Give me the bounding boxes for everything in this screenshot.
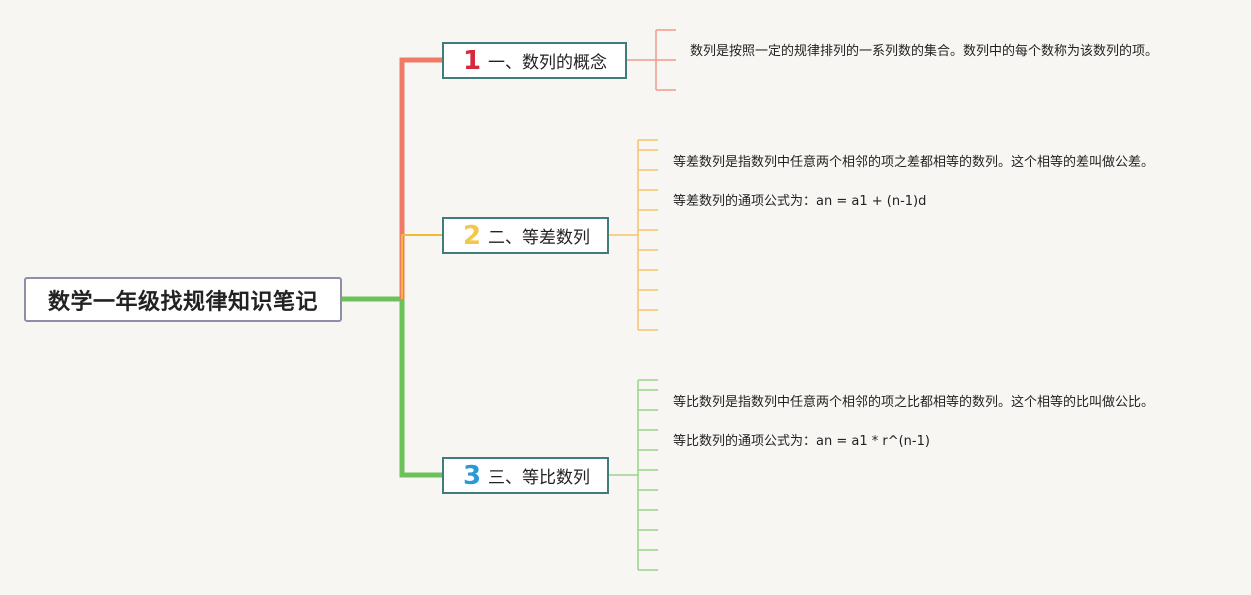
topic-2-note[interactable]: 等差数列是指数列中任意两个相邻的项之差都相等的数列。这个相等的差叫做公差。 等差… (673, 153, 1168, 212)
topic-1-label: 一、数列的概念 (488, 53, 607, 73)
topic-1-note[interactable]: 数列是按照一定的规律排列的一系列数的集合。数列中的每个数称为该数列的项。 (690, 42, 1185, 62)
topic-2-note-text-1: 等差数列是指数列中任意两个相邻的项之差都相等的数列。这个相等的差叫做公差。 (673, 155, 1155, 170)
topic-2-label: 二、等差数列 (488, 228, 590, 248)
branch-2-line (401, 234, 443, 299)
topic-1[interactable]: 1 一、数列的概念 (442, 42, 627, 79)
root-topic[interactable]: 数学一年级找规律知识笔记 (24, 277, 342, 322)
number-1-icon: 1 (462, 45, 482, 76)
number-3-icon: 3 (462, 460, 482, 491)
topic-3[interactable]: 3 三、等比数列 (442, 457, 609, 494)
topic-2-note-text-2: 等差数列的通项公式为：an = a1 + (n-1)d (673, 194, 927, 209)
branch-3-line (399, 299, 443, 478)
topic-3-note-text-1: 等比数列是指数列中任意两个相邻的项之比都相等的数列。这个相等的比叫做公比。 (673, 395, 1155, 410)
topic-1-brackets (626, 29, 676, 91)
topic-2-brackets (608, 139, 658, 331)
topic-1-note-text: 数列是按照一定的规律排列的一系列数的集合。数列中的每个数称为该数列的项。 (690, 44, 1159, 59)
root-title: 数学一年级找规律知识笔记 (47, 289, 318, 315)
topic-3-brackets (608, 379, 658, 571)
topic-3-label: 三、等比数列 (488, 468, 590, 488)
topic-3-note-text-2: 等比数列的通项公式为：an = a1 * r^(n-1) (673, 434, 930, 449)
topic-3-note[interactable]: 等比数列是指数列中任意两个相邻的项之比都相等的数列。这个相等的比叫做公比。 等比… (673, 393, 1168, 452)
topic-2[interactable]: 2 二、等差数列 (442, 217, 609, 254)
branch-1-line (399, 57, 443, 299)
number-2-icon: 2 (462, 220, 482, 251)
